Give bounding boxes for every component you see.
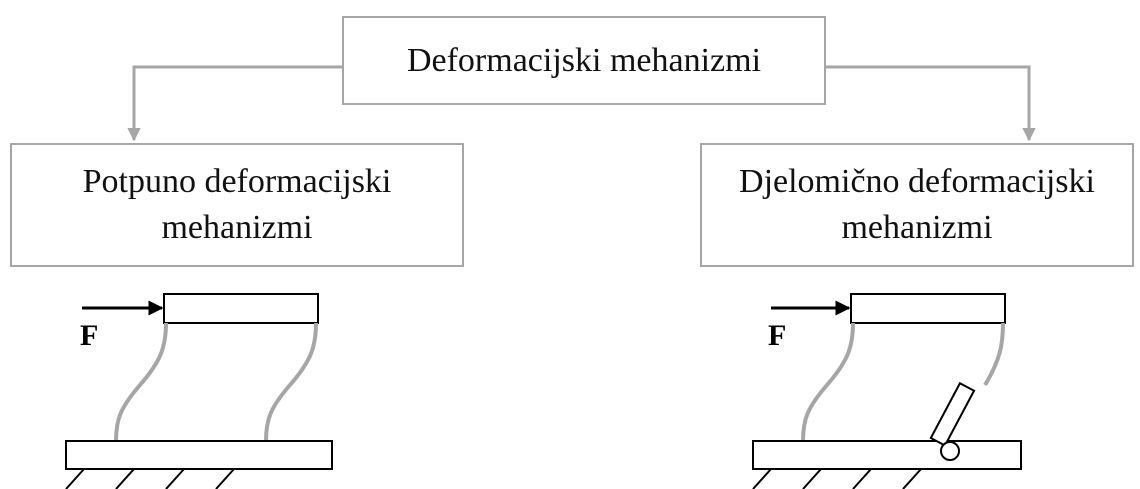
ground-base [752,440,1022,470]
connector-arrow-right [826,65,1036,142]
fully-compliant-mechanism-sketch: F [65,293,333,489]
branch-node-fully-compliant: Potpuno deformacijski mehanizmi [10,143,464,267]
branch-node-partially-compliant: Djelomično deformacijski mehanizmi [700,143,1134,267]
flexure-left [114,322,168,442]
connector-arrow-left [127,65,342,142]
branch-label: Potpuno deformacijski mehanizmi [83,159,392,251]
pin-joint [940,441,960,461]
flexure-short [983,322,1005,387]
ground-hatching [65,468,235,489]
root-node: Deformacijski mehanizmi [342,16,826,105]
root-label: Deformacijski mehanizmi [406,41,762,79]
branch-label-line-1: Potpuno deformacijski [82,163,392,200]
force-label: F [80,319,98,352]
partially-compliant-mechanism-sketch: F [752,293,1022,489]
branch-label: Djelomično deformacijski mehanizmi [739,159,1095,251]
branch-label-line-2: mehanizmi [161,209,313,246]
ground-base [65,440,333,470]
force-label: F [768,319,786,352]
branch-label-line-1: Djelomično deformacijski [739,163,1095,200]
moving-link [163,293,319,324]
rigid-link [929,381,976,447]
branch-label-line-2: mehanizmi [841,209,993,246]
flexure-left [801,322,855,442]
ground-hatching [752,468,922,489]
flexure-right [264,322,318,442]
moving-link [850,293,1006,324]
